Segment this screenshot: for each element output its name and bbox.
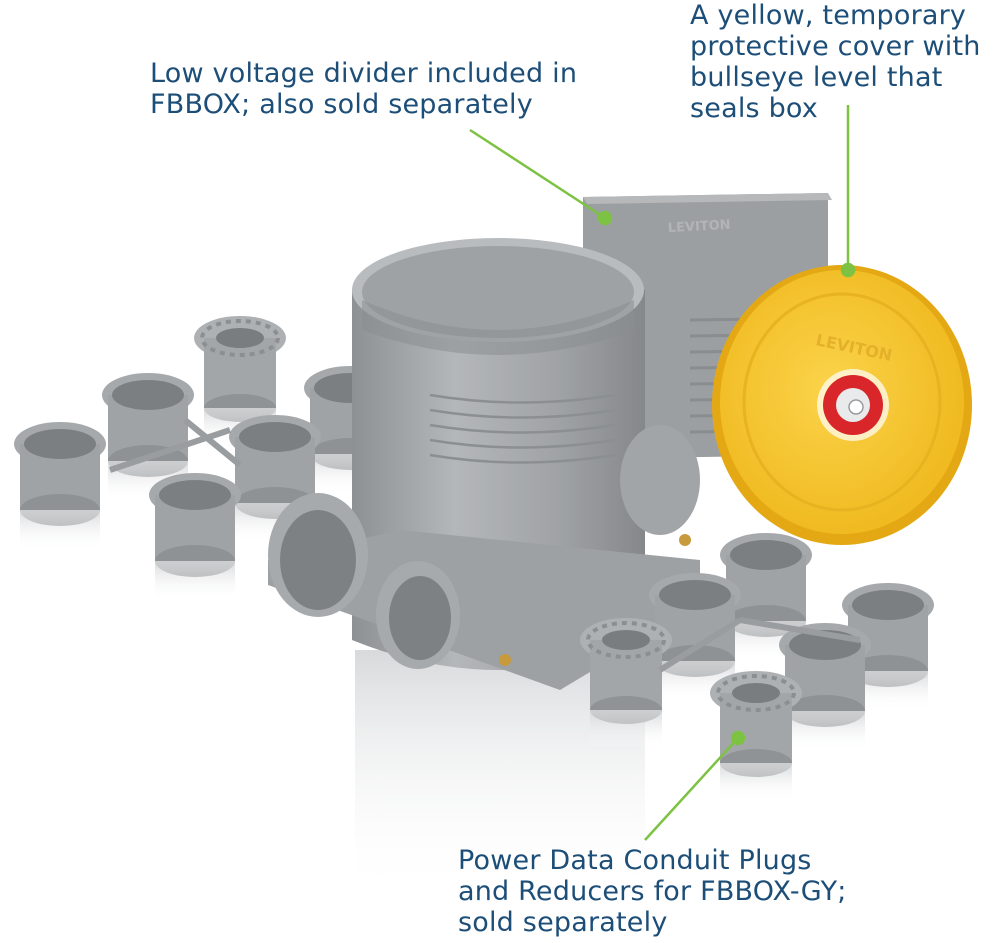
divider-callout-line-1: Low voltage divider included in bbox=[150, 58, 578, 89]
callout-leaders bbox=[469, 105, 856, 841]
yellow-protective-cover: LEVITON bbox=[712, 265, 972, 545]
plugs-callout-line-2: and Reducers for FBBOX-GY; bbox=[458, 876, 847, 907]
bullseye-level-icon bbox=[817, 369, 889, 441]
plugs-callout-line-1: Power Data Conduit Plugs bbox=[458, 845, 812, 876]
cover-leader-dot bbox=[840, 262, 856, 278]
divider-callout: Low voltage divider included in FBBOX; a… bbox=[150, 58, 577, 120]
cover-callout: A yellow, temporary protective cover wit… bbox=[690, 0, 981, 124]
floor-box bbox=[268, 238, 700, 900]
divider-callout-line-2: FBBOX; also sold separately bbox=[150, 89, 533, 120]
plugs-callout-line-3: sold separately bbox=[458, 907, 668, 938]
plugs-leader-line bbox=[644, 737, 739, 841]
divider-brand-emboss: LEVITON bbox=[667, 218, 731, 236]
conduit-plugs-right bbox=[578, 533, 934, 803]
cover-callout-line-4: seals box bbox=[690, 93, 818, 124]
divider-leader-dot bbox=[597, 210, 613, 226]
conduit-plugs-left bbox=[14, 314, 396, 601]
cover-callout-line-1: A yellow, temporary bbox=[690, 0, 967, 31]
plugs-callout: Power Data Conduit Plugs and Reducers fo… bbox=[458, 845, 847, 938]
cover-callout-line-2: protective cover with bbox=[690, 31, 981, 62]
cover-callout-line-3: bullseye level that bbox=[690, 62, 943, 93]
plugs-leader-dot bbox=[730, 730, 746, 746]
divider-leader-line bbox=[469, 128, 606, 220]
